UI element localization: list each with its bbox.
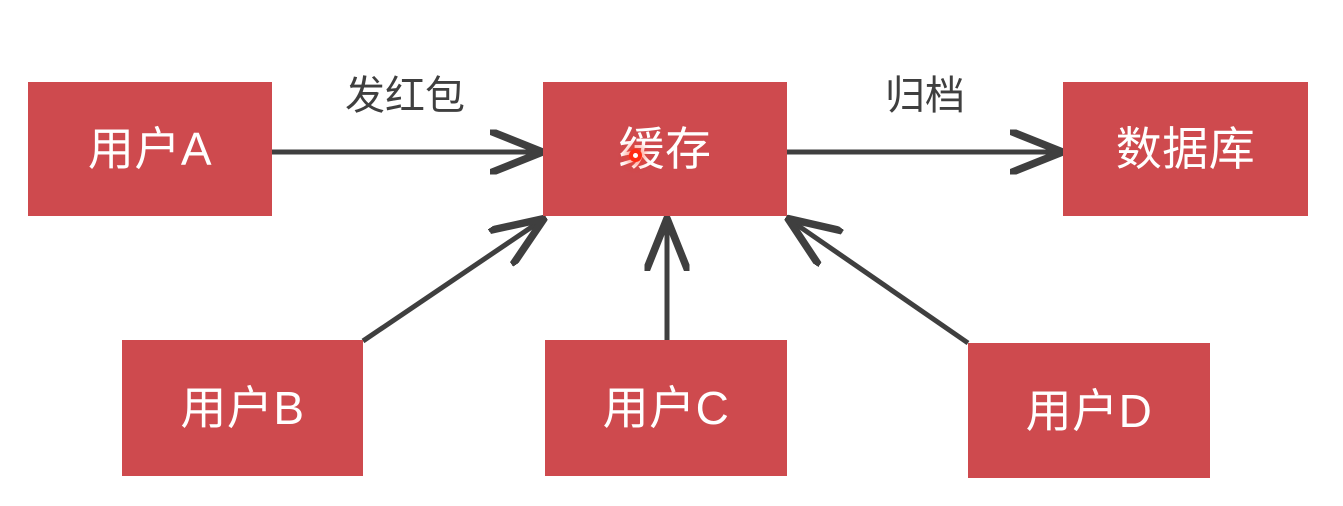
node-user-b[interactable]: 用户B bbox=[122, 340, 363, 476]
node-user-a-label: 用户A bbox=[87, 123, 213, 175]
cursor-marker bbox=[629, 149, 642, 162]
node-user-c[interactable]: 用户C bbox=[545, 340, 787, 476]
edge-user-b-to-cache bbox=[361, 220, 542, 344]
edge-label-send-red-packet: 发红包 bbox=[345, 74, 465, 118]
node-user-c-label: 用户C bbox=[602, 382, 730, 434]
node-cache[interactable]: 缓存 bbox=[543, 82, 787, 216]
edge-user-d-to-cache bbox=[790, 220, 970, 346]
node-user-d-label: 用户D bbox=[1025, 384, 1153, 437]
node-database-label: 数据库 bbox=[1115, 123, 1256, 175]
edge-label-archive: 归档 bbox=[885, 74, 965, 118]
node-user-d[interactable]: 用户D bbox=[968, 343, 1210, 478]
node-user-a[interactable]: 用户A bbox=[28, 82, 272, 216]
node-database[interactable]: 数据库 bbox=[1063, 82, 1308, 216]
node-user-b-label: 用户B bbox=[180, 382, 305, 434]
